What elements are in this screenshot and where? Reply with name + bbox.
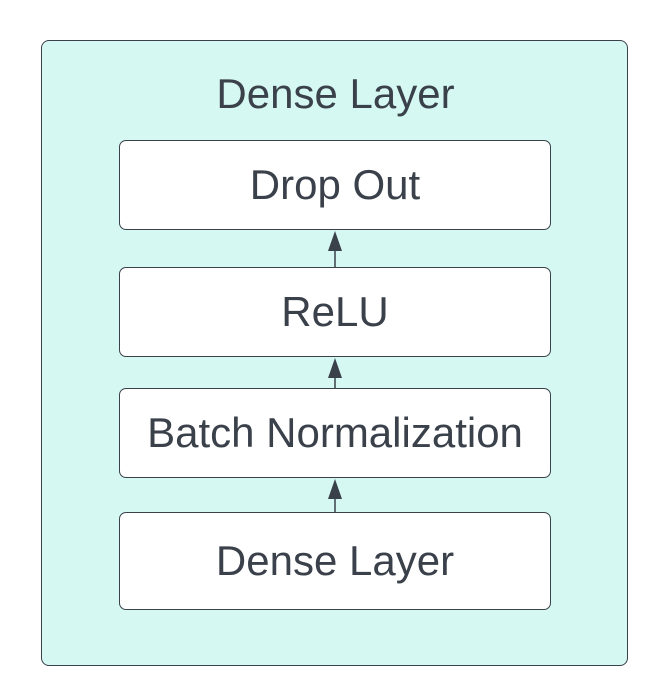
block-label-drop-out: Drop Out bbox=[249, 161, 421, 208]
block-label-batch-normalization: Batch Normalization bbox=[147, 409, 523, 456]
block-label-relu: ReLU bbox=[281, 288, 389, 335]
block-label-dense-layer: Dense Layer bbox=[215, 537, 455, 584]
block-drop-out: Drop Out bbox=[119, 140, 551, 230]
block-relu: ReLU bbox=[119, 267, 551, 357]
container-title: Dense Layer bbox=[216, 70, 455, 117]
block-dense-layer: Dense Layer bbox=[119, 512, 551, 610]
block-batch-normalization: Batch Normalization bbox=[119, 388, 551, 478]
